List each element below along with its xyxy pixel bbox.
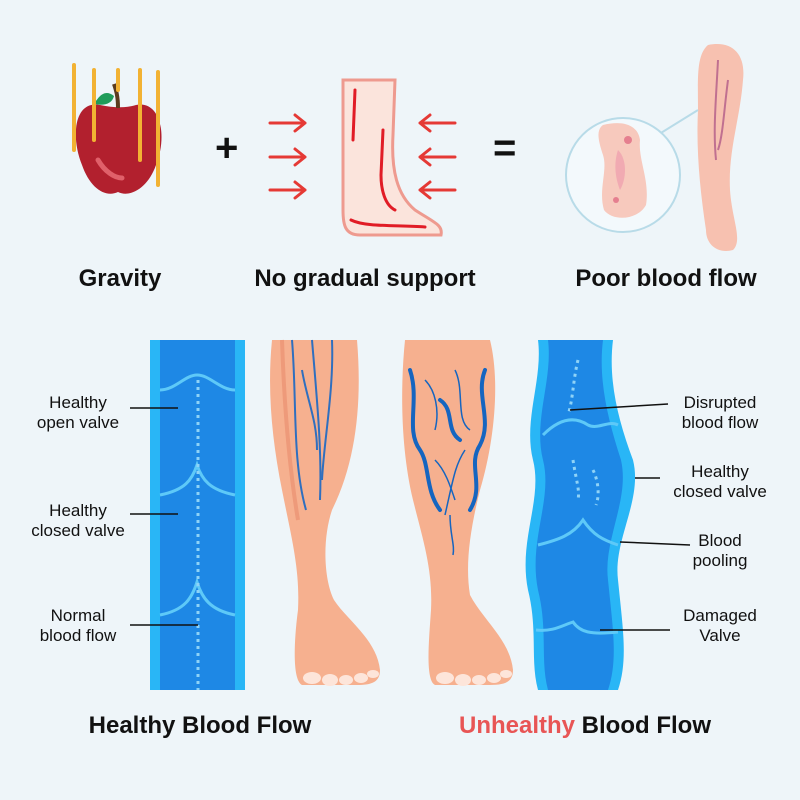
gravity-caption: Gravity bbox=[78, 265, 162, 292]
healthy-leg-illustration bbox=[270, 339, 380, 686]
equals-sign: = bbox=[493, 126, 517, 170]
support-caption: No gradual support bbox=[254, 265, 476, 292]
leg-compression-icon bbox=[268, 78, 457, 237]
flow-caption: Poor blood flow bbox=[575, 265, 757, 292]
unhealthy-caption: Unhealthy Blood Flow bbox=[430, 712, 740, 740]
unhealthy-caption-rest: Blood Flow bbox=[575, 712, 711, 739]
unhealthy-leg-illustration bbox=[402, 340, 513, 686]
unhealthy-vein-diagram bbox=[525, 340, 636, 690]
unhealthy-highlight: Unhealthy bbox=[459, 712, 576, 739]
poor-flow-icon bbox=[565, 44, 744, 251]
plus-sign: + bbox=[215, 126, 239, 170]
healthy-caption: Healthy Blood Flow bbox=[88, 712, 312, 739]
healthy-vein-diagram bbox=[150, 340, 245, 690]
apple-gravity-icon bbox=[72, 63, 162, 194]
